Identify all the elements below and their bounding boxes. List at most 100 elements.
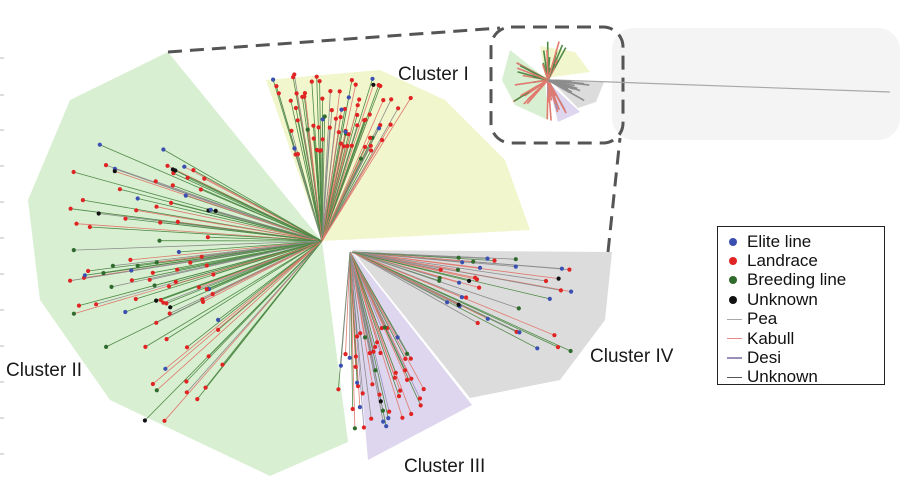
inset-branch [514, 79, 549, 86]
tree-tip [492, 258, 497, 263]
tree-branch [316, 76, 323, 242]
tree-branch [321, 137, 371, 242]
tree-tip [206, 354, 211, 359]
tree-tip [360, 391, 365, 396]
tree-tip [317, 148, 322, 153]
tree-tip [346, 95, 351, 100]
tree-tip [143, 344, 148, 349]
tree-tip [380, 408, 385, 413]
tree-tip [405, 377, 410, 382]
tree-tip [320, 96, 325, 101]
tree-branch [172, 185, 323, 242]
tree-tip [361, 425, 366, 430]
tree-tip [302, 91, 307, 96]
tree-tip [388, 122, 393, 127]
tree-branch [73, 240, 323, 251]
tree-tip [371, 349, 376, 354]
pea-outgroup-branch [554, 79, 891, 93]
tree-branch [193, 169, 323, 242]
tree-tip [288, 98, 293, 103]
tree-branch [170, 240, 323, 308]
cluster-2-sector [28, 52, 348, 476]
tree-tip [200, 297, 205, 302]
tree-tip [459, 295, 464, 300]
tree-tip [485, 256, 490, 261]
tree-tip [289, 128, 294, 133]
tree-branch [349, 251, 390, 412]
tree-tip [380, 137, 385, 143]
tree-tip [205, 235, 210, 240]
tree-tip [347, 355, 352, 360]
tree-tip [516, 306, 521, 311]
tree-tip [445, 300, 450, 305]
inset-branch [517, 67, 549, 81]
tree-branch [351, 251, 441, 271]
tree-tip [438, 267, 443, 272]
legend-item-unknown-point: Unknown [727, 290, 884, 309]
tree-tip [395, 335, 400, 340]
tree-tip [386, 416, 391, 421]
tree-tip [376, 126, 382, 131]
tree-branch [349, 251, 365, 428]
tree-tips [68, 72, 574, 431]
tree-tip [123, 309, 128, 315]
tree-branch [177, 240, 323, 271]
tree-tip [367, 112, 372, 117]
elite-line-dot-icon [729, 237, 737, 246]
kabull-line-icon [727, 337, 742, 340]
tree-tip [369, 148, 374, 153]
tree-tip [398, 388, 403, 393]
tree-tip [163, 366, 168, 371]
tree-branch [290, 100, 323, 242]
breeding-line-dot-icon [729, 276, 737, 285]
tree-tip [513, 264, 518, 269]
tree-tip [333, 116, 338, 121]
tree-tip [71, 311, 76, 316]
tree-tip [336, 130, 341, 135]
tree-tip [556, 276, 561, 281]
tree-tip [369, 416, 374, 421]
tree-branch [73, 240, 323, 315]
tree-branch [351, 251, 519, 309]
tree-branch [351, 251, 440, 279]
tree-tip [314, 74, 319, 79]
inset-cluster-2-sector [502, 50, 548, 120]
inset-branch [547, 79, 565, 87]
tree-tip [467, 278, 472, 283]
tree-tip [154, 204, 159, 209]
inset-background-bar [612, 28, 900, 140]
tree-tip [567, 267, 572, 272]
tree-branch [313, 138, 323, 242]
tree-branch [149, 240, 323, 281]
tree-tip [94, 302, 99, 307]
legend-item-elite-line: Elite line [727, 232, 884, 251]
tree-tip [405, 351, 410, 356]
tree-tip [158, 297, 163, 303]
tree-tip [157, 238, 162, 243]
tree-tip [128, 257, 133, 262]
tree-tip [195, 397, 200, 402]
tree-tip [378, 350, 383, 356]
tree-tip [437, 275, 442, 281]
tree-tip [154, 320, 159, 325]
tree-branch [349, 251, 412, 359]
tree-tip [166, 284, 172, 289]
tree-branch [321, 118, 337, 242]
tree-tip [109, 284, 114, 289]
tree-tip [558, 288, 564, 293]
tree-branch [351, 251, 478, 324]
tree-branch [152, 240, 323, 385]
tree-tip [341, 144, 346, 149]
tree-tip [213, 208, 218, 213]
tree-branch [349, 251, 389, 419]
tree-branch [351, 251, 448, 303]
tree-tip [464, 295, 469, 300]
tree-branch [321, 84, 374, 242]
inset-cluster-3-sector [548, 82, 580, 122]
tree-tip [473, 275, 478, 280]
inset-branch [547, 41, 560, 81]
tree-tip [271, 77, 276, 82]
tree-tip [456, 255, 461, 260]
tree-tip [150, 270, 155, 275]
pea-line-icon [727, 318, 742, 320]
